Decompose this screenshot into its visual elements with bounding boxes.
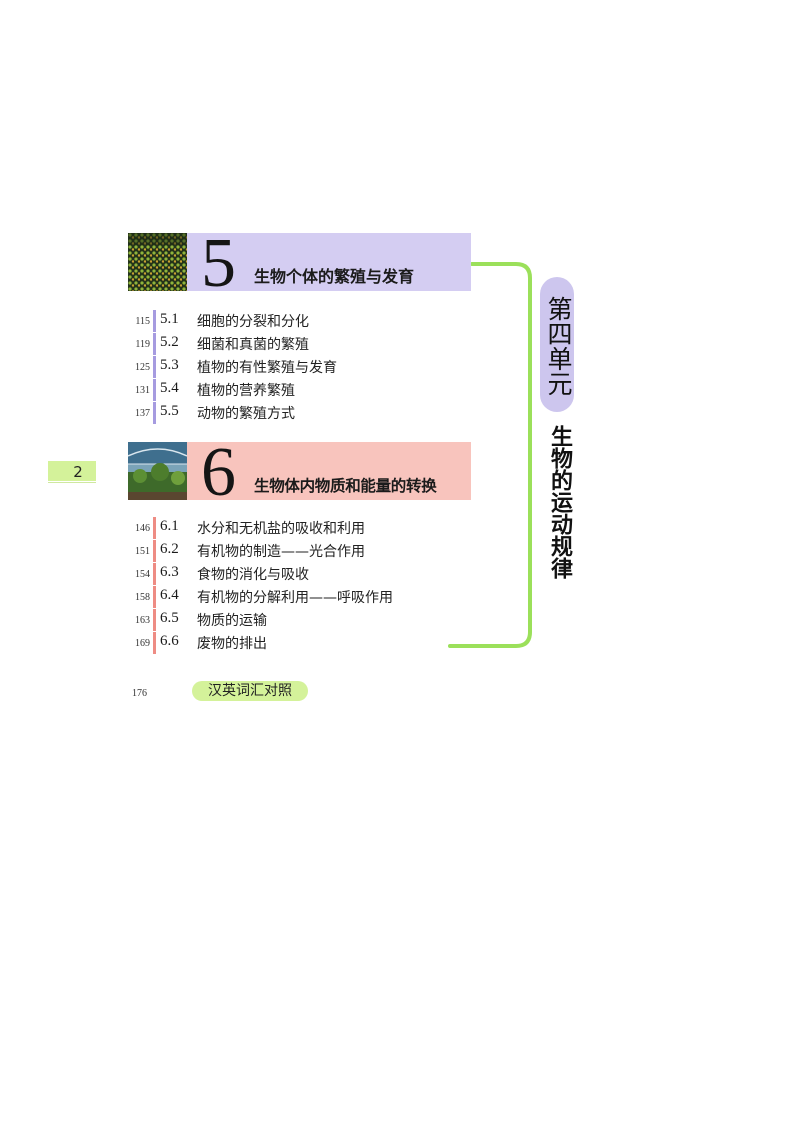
toc-section-number: 6.5 [160,610,179,626]
toc-row[interactable]: 154 6.3 食物的消化与吸收 [128,562,448,585]
chapter-6-number: 6 [201,434,236,511]
toc-row[interactable]: 163 6.5 物质的运输 [128,608,448,631]
page-tab-underline [48,482,96,483]
toc-row[interactable]: 158 6.4 有机物的分解利用——呼吸作用 [128,585,448,608]
chapter-6-header[interactable]: 6 生物体内物质和能量的转换 [128,438,471,508]
toc-section-title: 植物的有性繁殖与发育 [197,360,337,376]
toc-section-number: 6.1 [160,518,179,534]
plant-field-photo [128,233,187,291]
toc-row[interactable]: 151 6.2 有机物的制造——光合作用 [128,539,448,562]
page-number-tab [48,461,96,481]
toc-section-title: 物质的运输 [197,613,267,629]
toc-section-number: 6.6 [160,633,179,649]
toc-section-number: 5.1 [160,311,179,327]
toc-section-number: 6.3 [160,564,179,580]
toc-section-title: 废物的排出 [197,636,267,652]
toc-bar [153,517,156,539]
chapter-5-band [187,233,471,291]
chapter-6-band [187,442,471,500]
chapter-5-toc: 115 5.1 细胞的分裂和分化 119 5.2 细菌和真菌的繁殖 125 5.… [128,309,448,424]
toc-bar [153,563,156,585]
toc-row[interactable]: 125 5.3 植物的有性繁殖与发育 [128,355,448,378]
toc-section-title: 细菌和真菌的繁殖 [197,337,309,353]
toc-section-title: 有机物的分解利用——呼吸作用 [197,590,393,606]
toc-page: 158 [135,592,150,603]
toc-section-number: 5.2 [160,334,179,350]
appendix-link[interactable]: 汉英词汇对照 [192,681,308,701]
toc-section-title: 食物的消化与吸收 [197,567,309,583]
toc-page: 146 [135,523,150,534]
toc-bar [153,310,156,332]
toc-page: 163 [135,615,150,626]
toc-bar [153,609,156,631]
chapter-5-header[interactable]: 5 生物个体的繁殖与发育 [128,229,471,299]
chapter-5-title: 生物个体的繁殖与发育 [254,267,415,286]
toc-page: 154 [135,569,150,580]
page-number: 2 [73,463,83,481]
greenhouse-photo [128,442,187,500]
chapter-6-toc: 146 6.1 水分和无机盐的吸收和利用 151 6.2 有机物的制造——光合作… [128,516,448,654]
toc-row[interactable]: 146 6.1 水分和无机盐的吸收和利用 [128,516,448,539]
toc-section-title: 有机物的制造——光合作用 [197,544,365,560]
appendix-page: 176 [132,688,147,699]
unit-number-label: 第四单元 [544,296,573,396]
chapter-6-title: 生物体内物质和能量的转换 [254,477,437,495]
toc-bar [153,586,156,608]
toc-bar [153,379,156,401]
toc-section-number: 6.2 [160,541,179,557]
toc-page: 169 [135,638,150,649]
toc-row[interactable]: 115 5.1 细胞的分裂和分化 [128,309,448,332]
unit-number-pill [540,277,574,412]
toc-page: 125 [135,362,150,373]
toc-row[interactable]: 131 5.4 植物的营养繁殖 [128,378,448,401]
toc-section-number: 5.4 [160,380,179,396]
toc-row[interactable]: 119 5.2 细菌和真菌的繁殖 [128,332,448,355]
toc-section-number: 5.3 [160,357,179,373]
toc-section-number: 5.5 [160,403,179,419]
toc-row[interactable]: 169 6.6 废物的排出 [128,631,448,654]
toc-page: 119 [135,339,150,350]
toc-page: 115 [135,316,150,327]
toc-bar [153,632,156,654]
toc-section-title: 植物的营养繁殖 [197,383,295,399]
toc-page: 131 [135,385,150,396]
toc-section-title: 水分和无机盐的吸收和利用 [197,521,365,537]
toc-bar [153,540,156,562]
toc-page: 137 [135,408,150,419]
toc-bar [153,402,156,424]
toc-page: 151 [135,546,150,557]
toc-bar [153,356,156,378]
toc-bar [153,333,156,355]
toc-section-number: 6.4 [160,587,179,603]
toc-section-title: 动物的繁殖方式 [197,406,295,422]
toc-section-title: 细胞的分裂和分化 [197,314,309,330]
unit-title: 生物的运动规律 [547,425,572,579]
chapter-5-number: 5 [201,225,236,302]
toc-row[interactable]: 137 5.5 动物的繁殖方式 [128,401,448,424]
